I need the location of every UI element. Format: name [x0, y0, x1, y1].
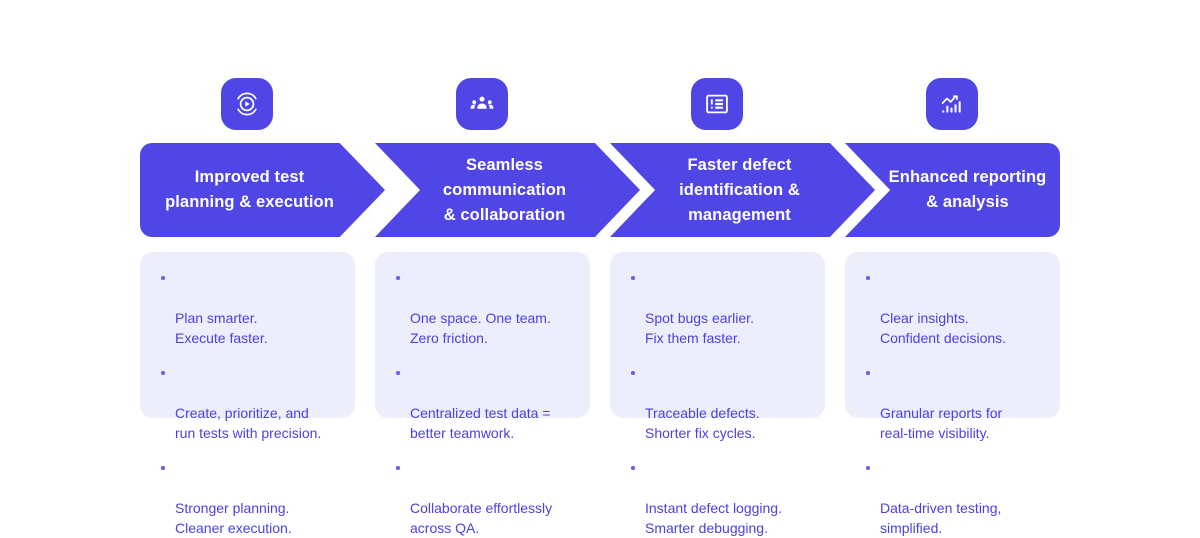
list-item-text: Stronger planning. Cleaner execution.	[175, 500, 292, 536]
bullet-dot-icon	[396, 276, 400, 280]
list-item-text: Spot bugs earlier. Fix them faster.	[645, 310, 754, 346]
list-item-text: Create, prioritize, and run tests with p…	[175, 405, 322, 441]
bullet-dot-icon	[161, 466, 165, 470]
chevron-step-2[interactable]: Seamless communication & collaboration	[375, 143, 640, 237]
list-item: One space. One team. Zero friction.	[395, 268, 574, 348]
list-item-text: Traceable defects. Shorter fix cycles.	[645, 405, 760, 441]
bullet-list-step-4: Clear insights. Confident decisions. Gra…	[865, 268, 1044, 538]
chevron-step-2-title: Seamless communication & collaboration	[442, 155, 567, 224]
list-item: Collaborate effortlessly across QA.	[395, 458, 574, 538]
icon-badge-row	[140, 78, 1060, 130]
chevron-step-3-title: Faster defect identification & managemen…	[679, 155, 800, 224]
chevron-step-3[interactable]: Faster defect identification & managemen…	[610, 143, 875, 237]
chevron-step-4-title: Enhanced reporting & analysis	[888, 168, 1047, 211]
bullet-dot-icon	[396, 371, 400, 375]
bullet-dot-icon	[866, 276, 870, 280]
chevron-step-4[interactable]: Enhanced reporting & analysis	[845, 143, 1060, 237]
icon-badge-step-1	[221, 78, 273, 130]
list-item-text: Plan smarter. Execute faster.	[175, 310, 268, 346]
bullet-dot-icon	[866, 466, 870, 470]
detail-card-step-3: Spot bugs earlier. Fix them faster. Trac…	[610, 252, 825, 536]
list-item-text: Clear insights. Confident decisions.	[880, 310, 1007, 346]
bullet-dot-icon	[161, 276, 165, 280]
bullet-dot-icon	[631, 276, 635, 280]
list-item-text: Collaborate effortlessly across QA.	[410, 500, 553, 536]
bullet-dot-icon	[161, 371, 165, 375]
list-item: Clear insights. Confident decisions.	[865, 268, 1044, 348]
list-item: Granular reports for real-time visibilit…	[865, 363, 1044, 443]
chevron-step-1-title: Improved test planning & execution	[165, 168, 334, 211]
detail-card-step-2: One space. One team. Zero friction. Cent…	[375, 252, 590, 536]
list-item: Traceable defects. Shorter fix cycles.	[630, 363, 809, 443]
list-item-text: Centralized test data = better teamwork.	[410, 405, 551, 441]
list-item: Data-driven testing, simplified.	[865, 458, 1044, 538]
list-item-text: One space. One team. Zero friction.	[410, 310, 551, 346]
list-item-text: Granular reports for real-time visibilit…	[880, 405, 1003, 441]
icon-badge-step-4	[926, 78, 978, 130]
bullet-dot-icon	[631, 466, 635, 470]
chevron-step-1[interactable]: Improved test planning & execution	[140, 143, 385, 237]
play-circle-icon	[233, 90, 261, 118]
list-item: Centralized test data = better teamwork.	[395, 363, 574, 443]
bullet-list-step-1: Plan smarter. Execute faster. Create, pr…	[160, 268, 339, 538]
icon-badge-step-3	[691, 78, 743, 130]
list-item: Spot bugs earlier. Fix them faster.	[630, 268, 809, 348]
bar-chart-trend-icon	[938, 90, 966, 118]
detail-card-step-1: Plan smarter. Execute faster. Create, pr…	[140, 252, 355, 536]
list-item: Plan smarter. Execute faster.	[160, 268, 339, 348]
list-item-text: Instant defect logging. Smarter debuggin…	[645, 500, 782, 536]
bullet-dot-icon	[866, 371, 870, 375]
bullet-dot-icon	[631, 371, 635, 375]
bullet-list-step-3: Spot bugs earlier. Fix them faster. Trac…	[630, 268, 809, 538]
people-group-icon	[468, 90, 496, 118]
list-item: Create, prioritize, and run tests with p…	[160, 363, 339, 443]
list-item: Stronger planning. Cleaner execution.	[160, 458, 339, 538]
detail-card-step-4: Clear insights. Confident decisions. Gra…	[845, 252, 1060, 536]
benefits-infographic: Improved test planning & execution Seaml…	[0, 78, 1200, 536]
bullet-dot-icon	[396, 466, 400, 470]
icon-badge-step-2	[456, 78, 508, 130]
chevron-band: Improved test planning & execution Seaml…	[0, 143, 1200, 237]
bullet-list-step-2: One space. One team. Zero friction. Cent…	[395, 268, 574, 538]
defect-list-icon	[703, 90, 731, 118]
list-item-text: Data-driven testing, simplified.	[880, 500, 1002, 536]
list-item: Instant defect logging. Smarter debuggin…	[630, 458, 809, 538]
detail-card-row: Plan smarter. Execute faster. Create, pr…	[0, 252, 1200, 536]
